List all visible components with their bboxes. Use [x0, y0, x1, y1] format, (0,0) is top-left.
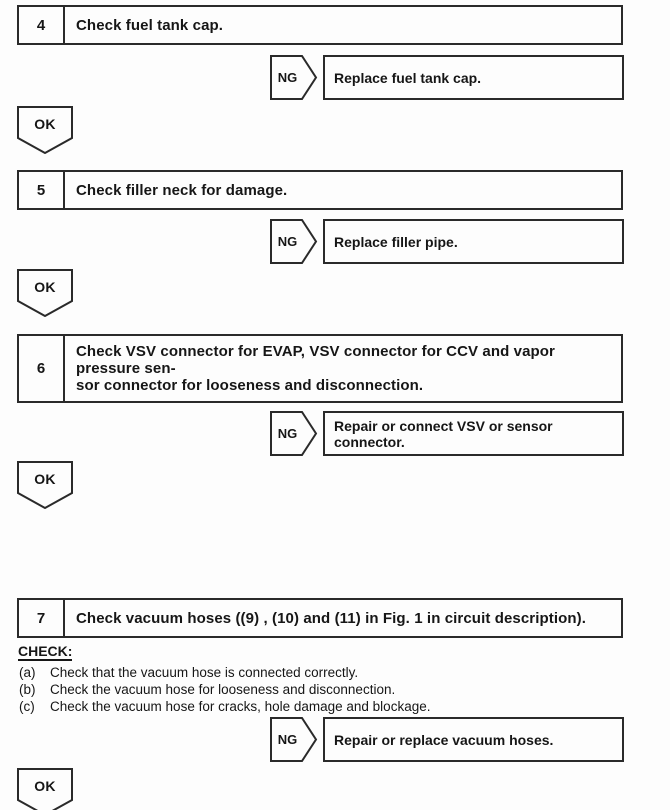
step-box: 7 Check vacuum hoses ((9) , (10) and (11…: [17, 598, 623, 638]
ok-label: OK: [34, 116, 56, 132]
ng-action-box: Replace fuel tank cap.: [323, 55, 624, 100]
ng-label: NG: [277, 70, 298, 85]
ng-pentagon-shape: [270, 411, 318, 456]
ok-pentagon: OK: [17, 106, 73, 154]
step-instruction: Check filler neck for damage.: [65, 172, 621, 208]
ng-pentagon-shape: [270, 219, 318, 264]
step-number: 4: [19, 7, 65, 43]
ok-pentagon-shape: [17, 106, 73, 154]
step-box: 4 Check fuel tank cap.: [17, 5, 623, 45]
ng-action-box: Repair or replace vacuum hoses.: [323, 717, 624, 762]
check-item: (c) Check the vacuum hose for cracks, ho…: [17, 698, 670, 715]
instruction-line: Check filler neck for damage.: [76, 182, 288, 199]
ok-pentagon-shape: [17, 269, 73, 317]
step-section-4: 4 Check fuel tank cap. NG Replace fuel t…: [17, 5, 670, 154]
ng-branch: NG Repair or replace vacuum hoses.: [270, 717, 670, 762]
step-box: 6 Check VSV connector for EVAP, VSV conn…: [17, 334, 623, 403]
step-number: 5: [19, 172, 65, 208]
check-item: (b) Check the vacuum hose for looseness …: [17, 681, 670, 698]
ok-label: OK: [34, 279, 56, 295]
check-items: (a) Check that the vacuum hose is connec…: [17, 664, 670, 715]
check-item-text: Check the vacuum hose for looseness and …: [50, 682, 396, 697]
ng-branch: NG Replace filler pipe.: [270, 219, 670, 264]
check-heading: CHECK:: [18, 643, 73, 661]
ng-action-box: Repair or connect VSV or sensor connecto…: [323, 411, 624, 456]
step-box: 5 Check filler neck for damage.: [17, 170, 623, 210]
ok-pentagon: OK: [17, 461, 73, 509]
ng-pentagon-shape: [270, 717, 318, 762]
ng-label: NG: [277, 732, 298, 747]
instruction-line: Check fuel tank cap.: [76, 17, 224, 34]
ok-pentagon: OK: [17, 768, 73, 810]
ng-label: NG: [277, 234, 298, 249]
ng-branch: NG Repair or connect VSV or sensor conne…: [270, 411, 670, 456]
ng-pentagon-shape: [270, 55, 318, 100]
ok-pentagon-shape: [17, 768, 73, 810]
ng-action-text: Replace filler pipe.: [334, 233, 458, 250]
check-item-text: Check that the vacuum hose is connected …: [50, 665, 359, 680]
ng-pentagon: NG: [270, 717, 318, 762]
step-section-7: 7 Check vacuum hoses ((9) , (10) and (11…: [17, 598, 670, 810]
ng-branch: NG Replace fuel tank cap.: [270, 55, 670, 100]
ng-pentagon: NG: [270, 55, 318, 100]
ng-action-text: Repair or replace vacuum hoses.: [334, 731, 554, 748]
instruction-line: Check VSV connector for EVAP, VSV connec…: [76, 343, 555, 377]
step-section-6: 6 Check VSV connector for EVAP, VSV conn…: [17, 334, 670, 509]
ng-pentagon: NG: [270, 219, 318, 264]
step-instruction: Check VSV connector for EVAP, VSV connec…: [65, 336, 621, 401]
check-item-label: (a): [19, 665, 36, 680]
ng-action-text: Replace fuel tank cap.: [334, 69, 482, 86]
ok-label: OK: [34, 778, 56, 794]
step-instruction: Check vacuum hoses ((9) , (10) and (11) …: [65, 600, 621, 636]
check-item-label: (b): [19, 682, 36, 697]
step-section-5: 5 Check filler neck for damage. NG Repla…: [17, 170, 670, 317]
check-item-text: Check the vacuum hose for cracks, hole d…: [50, 699, 431, 714]
step-number: 7: [19, 600, 65, 636]
ng-label: NG: [277, 426, 298, 441]
instruction-line: sor connector for looseness and disconne…: [76, 377, 424, 394]
step-number: 6: [19, 336, 65, 401]
ng-action-box: Replace filler pipe.: [323, 219, 624, 264]
step-instruction: Check fuel tank cap.: [65, 7, 621, 43]
check-item: (a) Check that the vacuum hose is connec…: [17, 664, 670, 681]
ng-pentagon: NG: [270, 411, 318, 456]
ok-pentagon: OK: [17, 269, 73, 317]
ng-action-text: Repair or connect VSV or sensor connecto…: [334, 417, 553, 450]
instruction-line: Check vacuum hoses ((9) , (10) and (11) …: [76, 610, 587, 627]
ok-label: OK: [34, 471, 56, 487]
check-item-label: (c): [19, 699, 35, 714]
ok-pentagon-shape: [17, 461, 73, 509]
check-procedure: CHECK: (a) Check that the vacuum hose is…: [17, 643, 670, 715]
